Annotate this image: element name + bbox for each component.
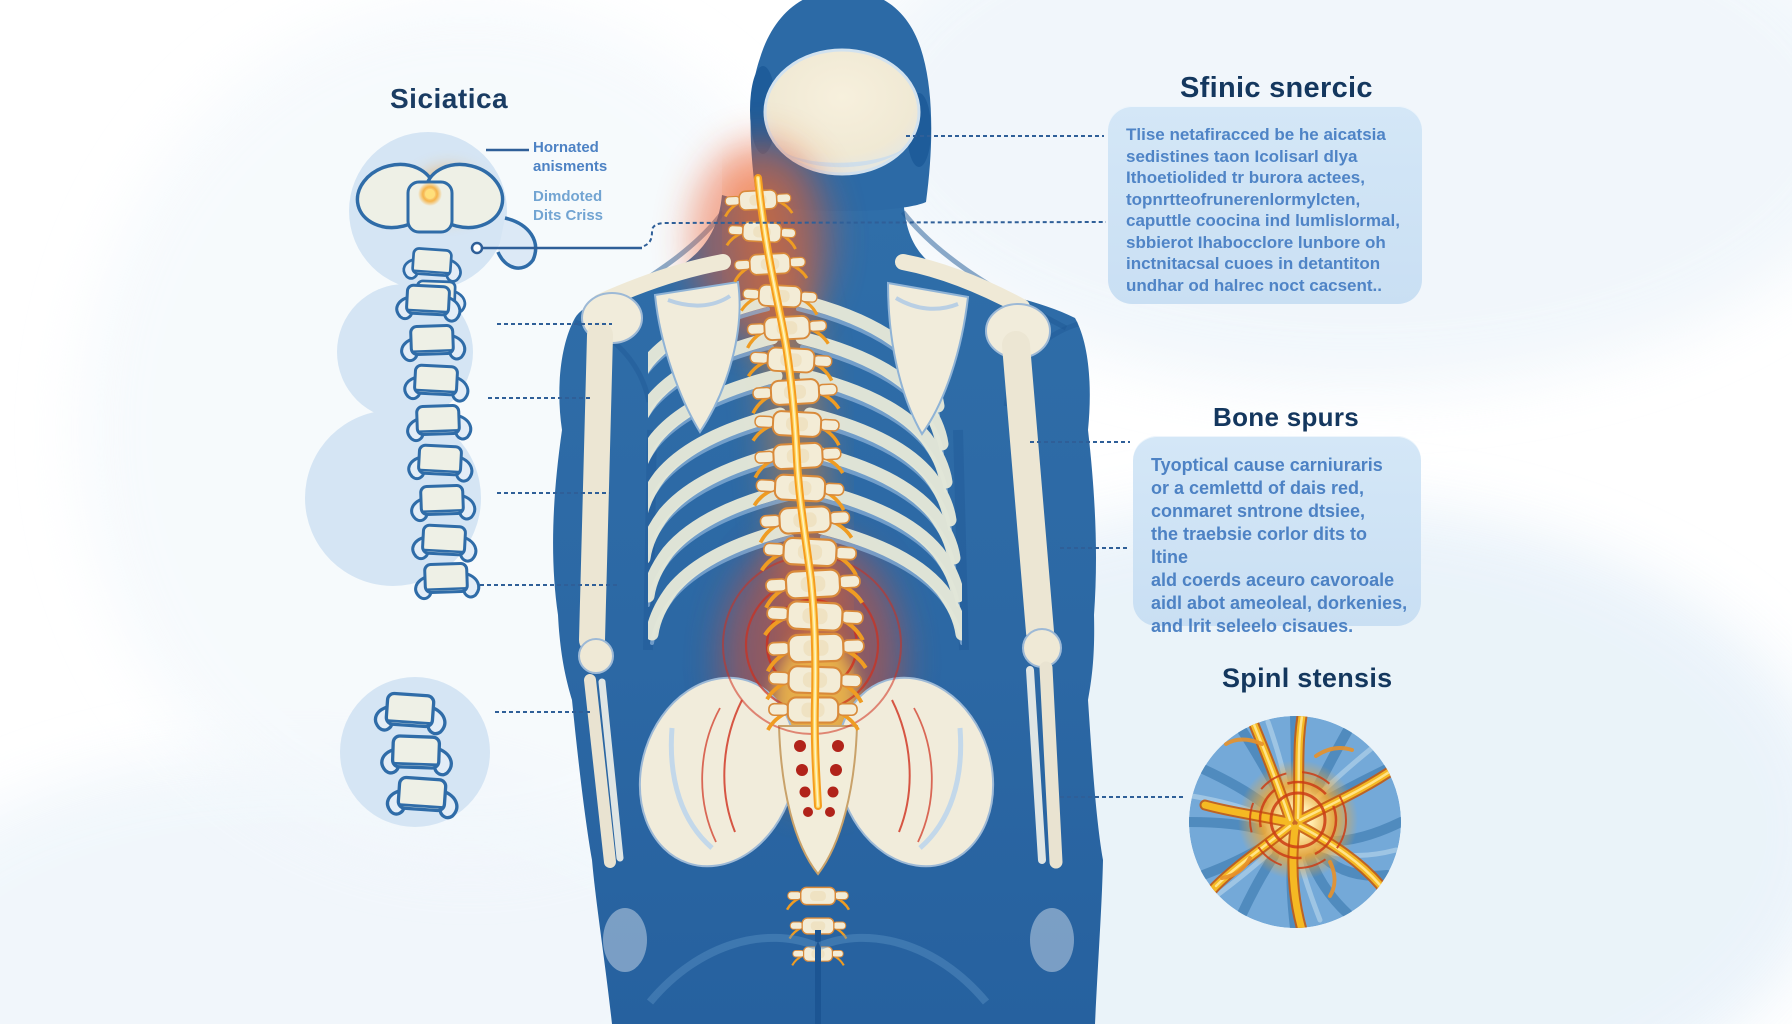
connector-disc-dot — [470, 241, 484, 255]
lumbar-spine-segment-illustration — [340, 677, 490, 827]
nerve-closeup-illustration — [1189, 716, 1401, 928]
disc-label: Dimdoted Dits Criss — [533, 188, 604, 224]
pelvis — [638, 676, 995, 967]
herniated-disc-label: Hornated anisments — [533, 139, 608, 175]
bone-spurs-infobox: Tyoptical cause carniuraris or a cemlett… — [1133, 436, 1421, 636]
section-title-spinal-nerve: Sfinic snercic — [1180, 72, 1373, 104]
section-title-spinal-stenosis: Spinl stensis — [1222, 663, 1393, 693]
body-illustration — [553, 0, 1103, 1024]
right-scapula — [886, 281, 970, 436]
connector-lines — [470, 135, 1186, 798]
section-title-bone-spurs: Bone spurs — [1213, 402, 1360, 432]
arm-bones — [578, 322, 1074, 972]
thoracic-spine-segment-illustration — [305, 403, 481, 601]
main-title: Siciatica — [390, 83, 509, 114]
spinal-nerve-infobox-text: Tlise netafiracced be he aicatsia sedist… — [1126, 125, 1400, 295]
spinal-nerve-infobox: Tlise netafiracced be he aicatsia sedist… — [1108, 106, 1422, 304]
left-scapula — [653, 280, 741, 434]
buttocks — [646, 930, 990, 1024]
spine — [722, 174, 868, 810]
bone-spurs-infobox-text: Tyoptical cause carniuraris or a cemlett… — [1151, 455, 1408, 636]
vertebra-cross-section-illustration — [349, 132, 538, 348]
spinal-nerve — [754, 174, 822, 810]
cervical-spine-segment-illustration — [337, 282, 473, 420]
sacral-foramina — [794, 740, 844, 817]
connector-disc-dashed — [643, 221, 1107, 247]
skull — [763, 48, 921, 176]
